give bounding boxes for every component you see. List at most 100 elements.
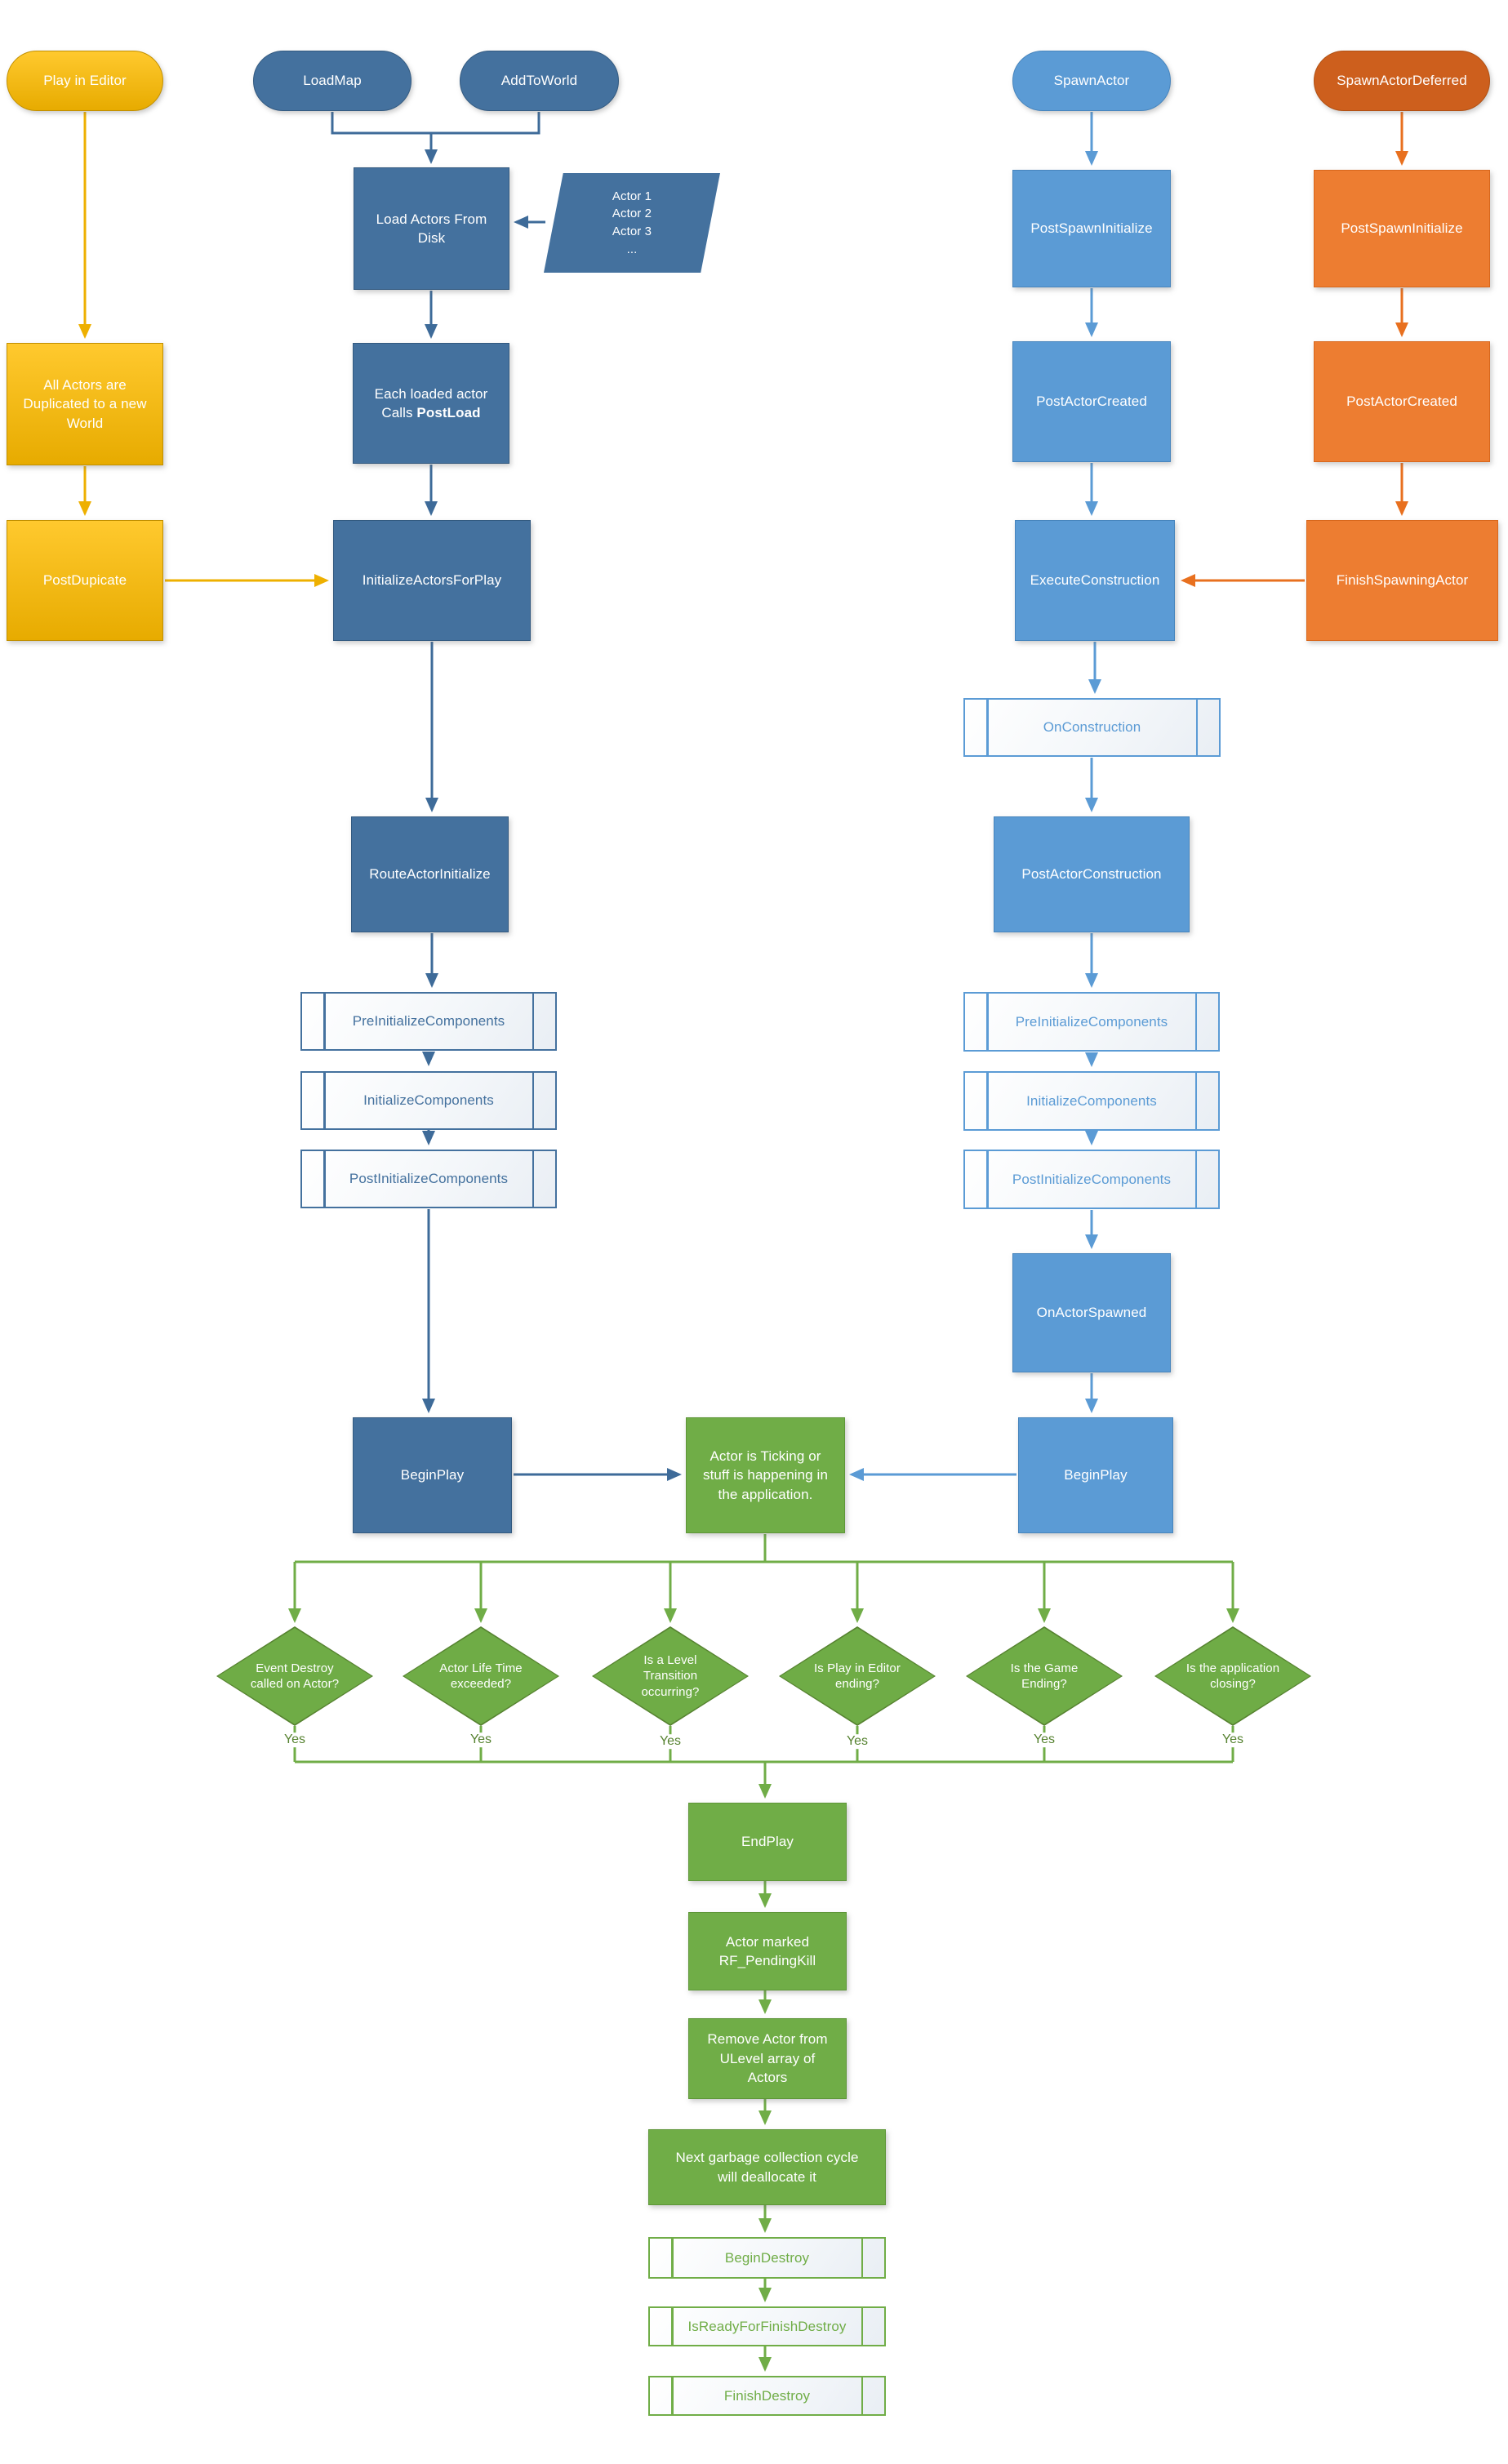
finishdestroy-sub: FinishDestroy <box>648 2376 886 2416</box>
postspawninitialize-spawn-label: PostSpawnInitialize <box>1030 220 1153 237</box>
addtoworld-pill: AddToWorld <box>460 51 619 111</box>
begindestroy-sub-side-bar <box>671 2239 674 2277</box>
executeconstruction-label: ExecuteConstruction <box>1030 572 1160 589</box>
preinitializecomponents-right-side-bar <box>986 994 989 1050</box>
postactorconstruction-label: PostActorConstruction <box>1021 866 1162 883</box>
postinitializecomponents-right-label: PostInitializeComponents <box>1012 1171 1172 1187</box>
spawnactor-pill: SpawnActor <box>1012 51 1171 111</box>
onconstruction-sub-label: OnConstruction <box>1043 719 1141 736</box>
play-in-editor-pill-label: Play in Editor <box>43 73 127 89</box>
begindestroy-sub: BeginDestroy <box>648 2237 886 2279</box>
isreadyforfinishdestroy-sub-side-bar <box>861 2308 863 2345</box>
actor-ticking: Actor is Ticking or stuff is happening i… <box>686 1417 845 1533</box>
postspawninitialize-deferred-label: PostSpawnInitialize <box>1341 220 1463 237</box>
initializecomponents-left-label: InitializeComponents <box>363 1092 494 1109</box>
decision-pie-ending-label: Is Play in Editor ending? <box>814 1661 901 1692</box>
onactorspawned-label: OnActorSpawned <box>1036 1305 1147 1321</box>
isreadyforfinishdestroy-sub-label: IsReadyForFinishDestroy <box>687 2318 847 2334</box>
initializecomponents-right-label: InitializeComponents <box>1026 1092 1157 1109</box>
decision-level-transition-label: Is a Level Transition occurring? <box>641 1652 700 1699</box>
decision-game-ending-label: Is the Game Ending? <box>1010 1661 1079 1692</box>
preinitializecomponents-left-side-bar <box>532 994 534 1049</box>
play-in-editor-pill: Play in Editor <box>7 51 163 111</box>
endplay: EndPlay <box>688 1803 847 1881</box>
postactorcreated-spawn: PostActorCreated <box>1012 341 1171 462</box>
load-actors-from-disk: Load Actors From Disk <box>354 167 509 290</box>
routeactorinitialize-label: RouteActorInitialize <box>369 866 491 883</box>
onconstruction-sub-side-bar <box>986 700 989 755</box>
executeconstruction: ExecuteConstruction <box>1015 520 1175 641</box>
begindestroy-sub-label: BeginDestroy <box>724 2249 810 2266</box>
connector-darkblue-3 <box>331 112 540 135</box>
postinitializecomponents-right-side-bar <box>986 1151 989 1208</box>
yes-branch-label-1: Yes <box>465 1732 496 1747</box>
postactorcreated-deferred: PostActorCreated <box>1314 341 1490 462</box>
actor-list-data: Actor 1 Actor 2 Actor 3 ... <box>544 173 720 273</box>
isreadyforfinishdestroy-sub-side-bar <box>671 2308 674 2345</box>
preinitializecomponents-left: PreInitializeComponents <box>300 992 557 1051</box>
actor-marked-pendingkill: Actor marked RF_PendingKill <box>688 1912 847 1990</box>
spawnactordeferred-pill-label: SpawnActorDeferred <box>1337 73 1467 89</box>
all-actors-duplicated-label: All Actors are Duplicated to a new World <box>23 376 147 431</box>
yes-branch-label-4: Yes <box>1029 1732 1060 1747</box>
yes-branch-label-0: Yes <box>279 1732 310 1747</box>
postinitializecomponents-left-side-bar <box>323 1151 326 1207</box>
remove-actor-ulevel-label: Remove Actor from ULevel array of Actors <box>707 2031 828 2086</box>
actor-marked-pendingkill-label: Actor marked RF_PendingKill <box>718 1933 816 1968</box>
initializecomponents-right-side-bar <box>1194 1073 1197 1129</box>
finishdestroy-sub-label: FinishDestroy <box>723 2387 811 2404</box>
postinitializecomponents-right: PostInitializeComponents <box>963 1150 1220 1209</box>
loadmap-pill: LoadMap <box>253 51 411 111</box>
spawnactor-pill-label: SpawnActor <box>1053 73 1130 89</box>
beginplay-right: BeginPlay <box>1018 1417 1173 1533</box>
load-actors-from-disk-label: Load Actors From Disk <box>376 211 487 246</box>
postactorcreated-spawn-label: PostActorCreated <box>1036 394 1147 410</box>
preinitializecomponents-right: PreInitializeComponents <box>963 992 1220 1052</box>
postdupicate-label: PostDupicate <box>42 572 127 589</box>
initializecomponents-left: InitializeComponents <box>300 1071 557 1130</box>
onactorspawned: OnActorSpawned <box>1012 1253 1171 1372</box>
finishdestroy-sub-side-bar <box>861 2377 863 2414</box>
beginplay-right-label: BeginPlay <box>1064 1467 1128 1483</box>
endplay-label: EndPlay <box>741 1834 794 1850</box>
next-gc-cycle-label: Next garbage collection cycle will deall… <box>675 2150 859 2185</box>
decision-app-closing-label: Is the application closing? <box>1185 1661 1280 1692</box>
initializeactorsforplay-label: InitializeActorsForPlay <box>362 572 502 589</box>
yes-branch-label-2: Yes <box>655 1734 686 1749</box>
onconstruction-sub: OnConstruction <box>963 698 1221 757</box>
beginplay-left-label: BeginPlay <box>400 1467 465 1483</box>
initializecomponents-right-side-bar <box>986 1073 989 1129</box>
next-gc-cycle: Next garbage collection cycle will deall… <box>648 2129 886 2205</box>
decision-event-destroy-label: Event Destroy called on Actor? <box>250 1661 340 1692</box>
yes-branch-label-3: Yes <box>842 1734 873 1749</box>
postspawninitialize-deferred: PostSpawnInitialize <box>1314 170 1490 287</box>
decision-lifetime-exceeded-label: Actor Life Time exceeded? <box>439 1661 523 1692</box>
postinitializecomponents-left-side-bar <box>532 1151 534 1207</box>
preinitializecomponents-right-side-bar <box>1194 994 1197 1050</box>
preinitializecomponents-left-label: PreInitializeComponents <box>352 1013 505 1030</box>
begindestroy-sub-side-bar <box>861 2239 863 2277</box>
isreadyforfinishdestroy-sub: IsReadyForFinishDestroy <box>648 2306 886 2346</box>
initializecomponents-right: InitializeComponents <box>963 1071 1220 1131</box>
beginplay-left: BeginPlay <box>353 1417 512 1533</box>
initializeactorsforplay: InitializeActorsForPlay <box>333 520 531 641</box>
initializecomponents-left-side-bar <box>532 1073 534 1128</box>
yes-branch-label-5: Yes <box>1217 1732 1248 1747</box>
all-actors-duplicated: All Actors are Duplicated to a new World <box>7 343 163 465</box>
postactorcreated-deferred-label: PostActorCreated <box>1346 394 1457 410</box>
addtoworld-pill-label: AddToWorld <box>500 73 578 89</box>
remove-actor-ulevel: Remove Actor from ULevel array of Actors <box>688 2018 847 2099</box>
postinitializecomponents-left-label: PostInitializeComponents <box>349 1171 509 1187</box>
each-loaded-actor-postload: Each loaded actor Calls PostLoad <box>353 343 509 464</box>
postinitializecomponents-right-side-bar <box>1194 1151 1197 1208</box>
onconstruction-sub-side-bar <box>1195 700 1198 755</box>
each-loaded-actor-postload-label: Each loaded actor Calls PostLoad <box>374 385 488 420</box>
postdupicate: PostDupicate <box>7 520 163 641</box>
finishdestroy-sub-side-bar <box>671 2377 674 2414</box>
routeactorinitialize: RouteActorInitialize <box>351 816 509 932</box>
preinitializecomponents-left-side-bar <box>323 994 326 1049</box>
postactorconstruction: PostActorConstruction <box>994 816 1190 932</box>
initializecomponents-left-side-bar <box>323 1073 326 1128</box>
